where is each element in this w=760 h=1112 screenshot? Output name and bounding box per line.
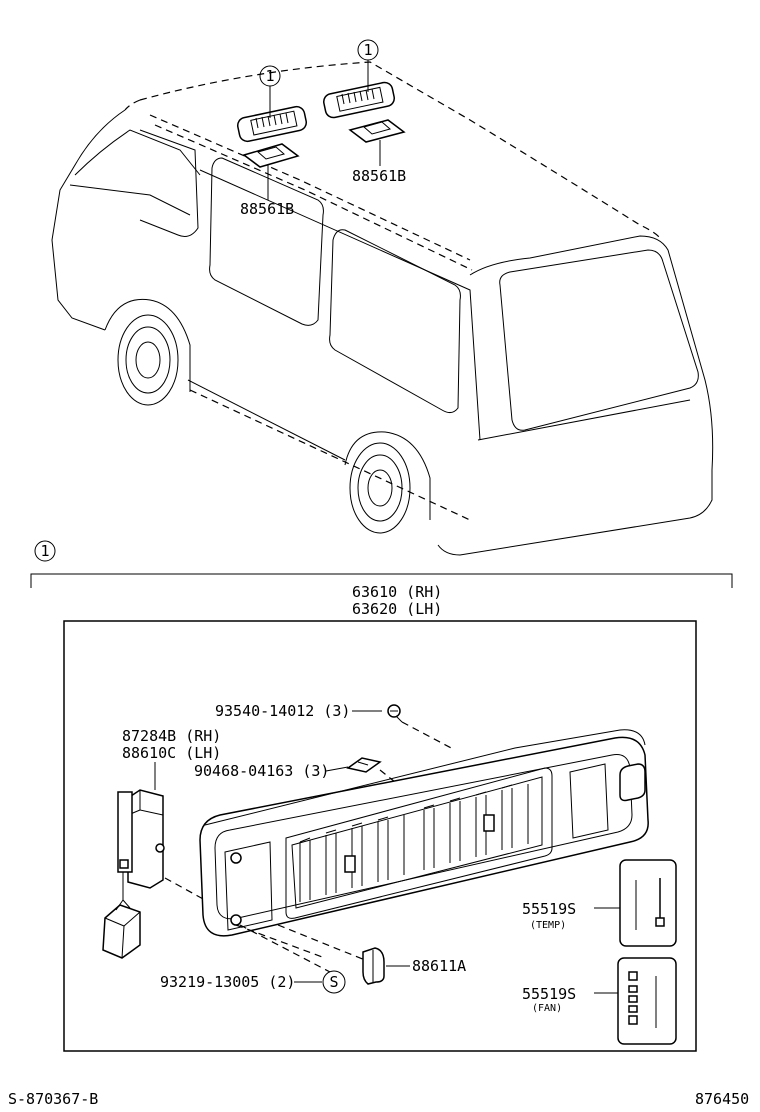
label-emblem-fan-sub: (FAN) <box>532 1003 562 1014</box>
svg-text:1: 1 <box>363 41 372 59</box>
label-screw: 93540-14012 (3) <box>215 702 350 720</box>
overhead-panel-right <box>348 119 406 143</box>
emblem-temp <box>619 859 677 947</box>
callout-vent-right: 1 <box>357 39 379 61</box>
assembly-section: 1 63610 (RH) 63620 (LH) 93540-14012 (3) … <box>30 540 733 1052</box>
svg-text:S: S <box>329 973 338 991</box>
label-assembly-rh: 63610 (RH) <box>352 583 442 601</box>
svg-text:1: 1 <box>40 542 49 560</box>
footer-left-code: S-870367-B <box>8 1090 98 1108</box>
callout-vent-left: 1 <box>259 65 281 87</box>
knob-part <box>362 947 385 985</box>
screw-icon <box>387 704 403 723</box>
roof-vent-left <box>236 105 308 143</box>
svg-text:1: 1 <box>265 67 274 85</box>
screw-symbol-icon: S <box>322 970 346 994</box>
assembly-frame <box>63 620 697 1052</box>
register-grille <box>199 729 649 937</box>
switch-part <box>102 789 165 959</box>
label-overhead-panel-right: 88561B <box>352 167 406 185</box>
footer-right-code: 876450 <box>695 1090 749 1108</box>
roof-vent-right <box>323 81 395 119</box>
label-switch-rh: 87284B (RH) <box>122 727 221 745</box>
clip-icon <box>346 757 382 773</box>
label-clip: 90468-04163 (3) <box>194 762 329 780</box>
emblem-fan <box>617 957 677 1045</box>
label-knob: 88611A <box>412 957 466 975</box>
label-emblem-temp-part: 55519S <box>522 900 576 918</box>
label-switch-lh: 88610C (LH) <box>122 744 221 762</box>
van-illustration: 1 1 88561B 88561B <box>51 39 714 556</box>
label-overhead-panel-left: 88561B <box>240 200 294 218</box>
overhead-panel-left <box>242 143 300 168</box>
label-assembly-lh: 63620 (LH) <box>352 600 442 618</box>
label-tapping-screw: 93219-13005 (2) <box>160 973 295 991</box>
label-emblem-temp-sub: (TEMP) <box>530 920 566 931</box>
callout-assembly: 1 <box>34 540 56 562</box>
label-emblem-fan-part: 55519S <box>522 985 576 1003</box>
